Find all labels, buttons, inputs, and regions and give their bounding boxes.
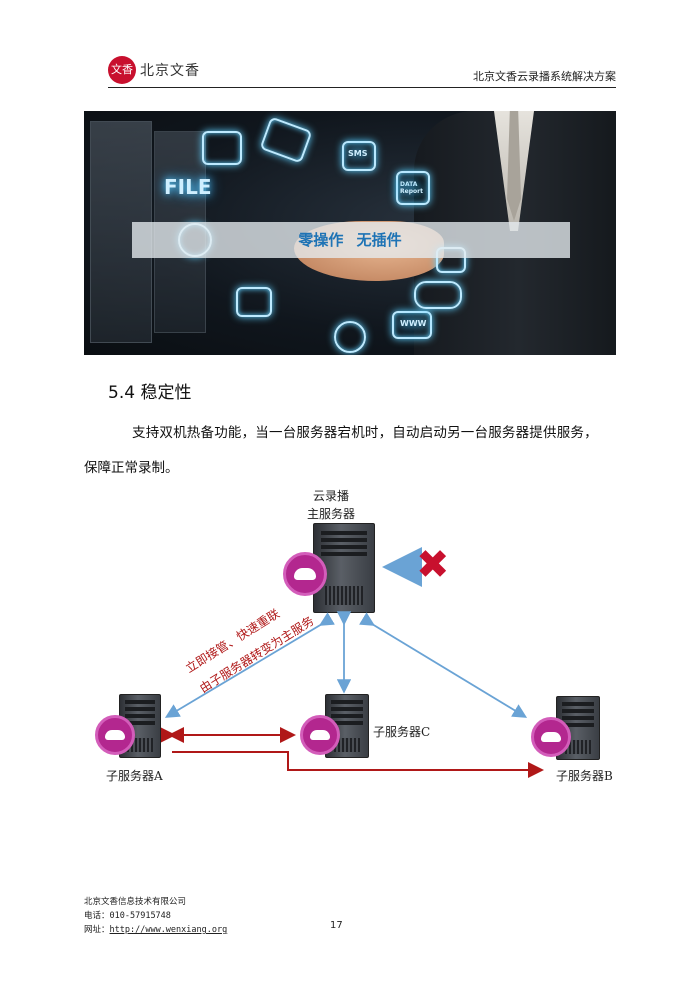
banner-caption: 零操作 无插件 xyxy=(84,222,616,258)
banner-image: FILE SMS DATA Report WWW 零操作 无插件 xyxy=(84,111,616,355)
footer-phone: 电话：010-57915748 xyxy=(84,911,171,921)
main-server xyxy=(313,523,375,613)
link-main-to-b xyxy=(359,612,528,718)
www-icon: WWW xyxy=(392,311,432,339)
tie-graphic xyxy=(507,111,521,221)
cloud-icon xyxy=(531,717,571,757)
server-a-label: 子服务器A xyxy=(106,769,163,783)
section-title: 5.4 稳定性 xyxy=(108,383,192,403)
main-server-label-line1: 云录播 xyxy=(313,489,350,503)
paragraph-line-2: 保障正常录制。 xyxy=(84,460,179,476)
data-report-label: DATA Report xyxy=(400,181,423,195)
server-c-label: 子服务器C xyxy=(373,725,431,739)
world-map-icon xyxy=(414,281,462,309)
data-report-icon: DATA Report xyxy=(396,171,430,205)
caption-no-plugin: 无插件 xyxy=(356,231,402,249)
sms-icon: SMS xyxy=(342,141,376,171)
logo-text: 北京文香 xyxy=(140,63,200,79)
cloud-icon xyxy=(300,715,340,755)
link-a-to-b xyxy=(172,751,544,778)
footer-website-label: 网址： xyxy=(84,925,110,935)
cloud-icon xyxy=(283,552,327,596)
footer-website: 网址：http://www.wenxiang.org xyxy=(84,923,227,935)
header-divider xyxy=(108,87,616,88)
trash-icon xyxy=(202,131,242,165)
bar-chart-icon xyxy=(236,287,272,317)
server-b-label: 子服务器B xyxy=(556,769,613,783)
main-server-label-line2: 主服务器 xyxy=(307,507,356,521)
footer-company: 北京文香信息技术有限公司 xyxy=(84,897,187,907)
caption-zero-operation: 零操作 xyxy=(298,231,344,249)
link-main-to-a xyxy=(164,612,335,718)
banner-caption-bar xyxy=(132,222,570,258)
file-icon: FILE xyxy=(164,175,212,199)
page-number: 17 xyxy=(330,920,343,931)
cloud-icon xyxy=(95,715,135,755)
www-label: WWW xyxy=(400,319,427,328)
logo-glyph: 文香 xyxy=(111,63,133,76)
paragraph-line-1: 支持双机热备功能，当一台服务器宕机时，自动启动另一台服务器提供服务， xyxy=(132,425,598,441)
gears-icon xyxy=(334,321,366,353)
footer-website-link[interactable]: http://www.wenxiang.org xyxy=(109,925,228,935)
document-title: 北京文香云录播系统解决方案 xyxy=(473,70,616,83)
company-logo: 文香 xyxy=(108,56,136,84)
sms-label: SMS xyxy=(348,149,368,158)
failure-x-icon: ✖ xyxy=(416,542,450,588)
